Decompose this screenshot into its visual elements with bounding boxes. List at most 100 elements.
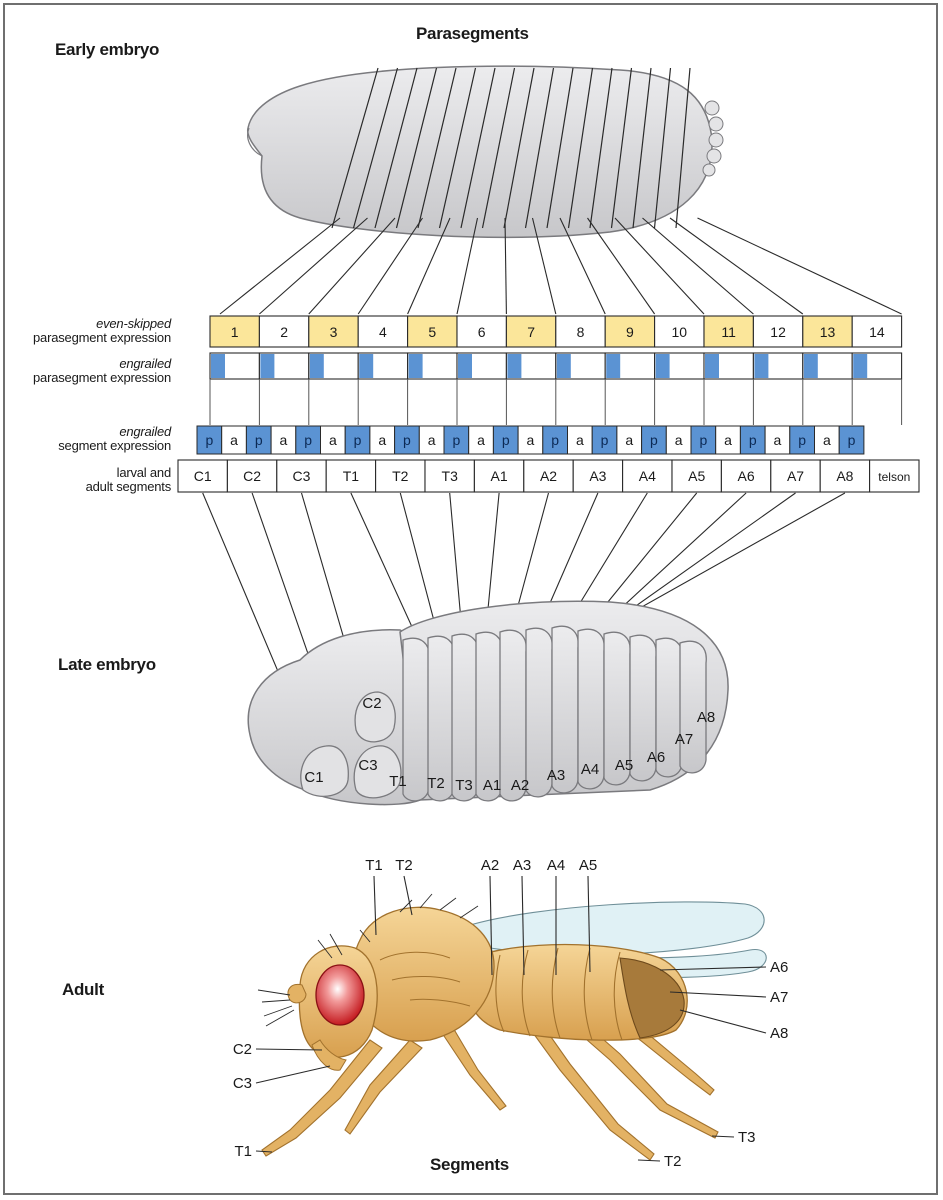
late-embryo-label: C2 bbox=[362, 695, 381, 712]
posterior-cell bbox=[295, 425, 321, 455]
parasegment-stripe bbox=[417, 67, 457, 229]
adult-fly bbox=[257, 893, 767, 1161]
anterior-label: a bbox=[625, 432, 633, 448]
segment-cell bbox=[226, 459, 278, 493]
engrailed-gene-name-2: engrailed bbox=[119, 424, 171, 439]
engrailed-stripe bbox=[754, 354, 769, 378]
engrailed-parasegment-row bbox=[209, 352, 903, 380]
parasegment-cell bbox=[407, 315, 458, 348]
late-embryo-label: C1 bbox=[304, 769, 323, 786]
leader-line bbox=[255, 1048, 323, 1051]
engrailed-stripe bbox=[309, 354, 324, 378]
parasegment-cell bbox=[209, 315, 260, 348]
parasegment-cell bbox=[703, 315, 754, 348]
late-embryo-label: T3 bbox=[455, 777, 473, 794]
parasegment-cell bbox=[258, 315, 310, 348]
leader-line bbox=[711, 1135, 735, 1138]
posterior-cell bbox=[789, 425, 815, 455]
parasegment-cell bbox=[802, 315, 853, 348]
parasegment-stripe bbox=[395, 67, 438, 229]
parasegment-stripe bbox=[438, 67, 477, 229]
anterior-label: a bbox=[675, 432, 683, 448]
late-embryo-label: A8 bbox=[697, 709, 715, 726]
segment-name: T1 bbox=[343, 468, 360, 484]
engrailed-stripe bbox=[260, 354, 275, 378]
parasegment-stripe bbox=[503, 67, 535, 229]
engrailed-parasegment-row-label: engrailed parasegment expression bbox=[33, 357, 171, 385]
adult-bottom-label: T3 bbox=[738, 1129, 756, 1146]
connector-line bbox=[308, 217, 396, 315]
anterior-label: a bbox=[378, 432, 386, 448]
parasegment-stripe bbox=[524, 67, 555, 229]
connector-line bbox=[587, 217, 656, 315]
leader-line bbox=[659, 966, 767, 971]
leader-line bbox=[637, 1159, 661, 1162]
larva-segment bbox=[499, 629, 527, 802]
engrailed-stripe bbox=[705, 354, 719, 378]
parasegment-number: 11 bbox=[721, 324, 736, 340]
connector-line bbox=[219, 217, 341, 315]
late-embryo-label: A7 bbox=[675, 731, 693, 748]
fly-antennae bbox=[287, 983, 307, 1004]
parasegment-stripes bbox=[331, 67, 691, 229]
late-embryo-label: T1 bbox=[389, 773, 407, 790]
anterior-label: a bbox=[230, 432, 238, 448]
posterior-label: p bbox=[403, 432, 411, 448]
segment-name: A8 bbox=[836, 468, 853, 484]
even-skipped-row-label: even-skipped parasegment expression bbox=[33, 317, 171, 345]
parasegment-cell bbox=[555, 315, 606, 348]
parasegment-stripe bbox=[567, 67, 594, 229]
embryo-to-parasegment-lines bbox=[219, 217, 902, 315]
segment-cell bbox=[375, 459, 426, 493]
segments-title: Segments bbox=[430, 1155, 509, 1174]
head-lobes bbox=[300, 691, 402, 799]
late-embryo-label: A2 bbox=[511, 777, 529, 794]
leader-line bbox=[489, 875, 493, 976]
leader-line bbox=[403, 875, 413, 916]
late-embryo-label: A4 bbox=[581, 761, 599, 778]
engrailed-segment-caption: segment expression bbox=[58, 438, 171, 453]
adult-top-label: A4 bbox=[547, 857, 565, 874]
engrailed-segment-row-label: engrailed segment expression bbox=[58, 425, 171, 453]
parasegment-cell bbox=[654, 315, 705, 348]
parasegment-number: 13 bbox=[820, 324, 836, 340]
posterior-cell bbox=[591, 425, 618, 455]
segments-row-caption-1: larval and bbox=[116, 465, 172, 480]
posterior-label: p bbox=[749, 432, 757, 448]
adult-leader-lines bbox=[255, 875, 767, 1162]
larva-segment bbox=[451, 633, 479, 802]
segment-name: telson bbox=[878, 470, 910, 484]
adult-bottom-label: T2 bbox=[664, 1153, 682, 1170]
segment-name: C1 bbox=[194, 468, 212, 484]
parasegment-cell bbox=[752, 315, 804, 348]
connector-line bbox=[456, 217, 479, 315]
posterior-cell bbox=[245, 425, 272, 455]
anterior-cell bbox=[369, 425, 396, 455]
posterior-label: p bbox=[601, 432, 609, 448]
anterior-label: a bbox=[329, 432, 337, 448]
segment-cell bbox=[622, 459, 673, 493]
engrailed-stripe bbox=[556, 354, 571, 378]
adult-top-label: T2 bbox=[395, 857, 413, 874]
posterior-label: p bbox=[650, 432, 658, 448]
adult-top-label: A2 bbox=[481, 857, 499, 874]
leader-line bbox=[521, 875, 525, 976]
parasegment-stripe bbox=[610, 67, 633, 229]
segment-cell bbox=[572, 459, 624, 493]
anterior-label: a bbox=[428, 432, 436, 448]
anterior-cell bbox=[320, 425, 346, 455]
segment-cell bbox=[869, 459, 920, 493]
engrailed-stripe bbox=[803, 354, 818, 378]
segment-cell bbox=[473, 459, 525, 493]
engrailed-stripe bbox=[458, 354, 472, 378]
parasegment-cell bbox=[505, 315, 557, 348]
parasegment-stripe bbox=[589, 67, 613, 229]
fly-eye bbox=[315, 964, 365, 1026]
adult-label: Adult bbox=[62, 980, 104, 999]
posterior-cell bbox=[641, 425, 667, 455]
thorax-details bbox=[379, 951, 471, 1007]
anterior-label: a bbox=[724, 432, 732, 448]
segment-name: A2 bbox=[540, 468, 557, 484]
